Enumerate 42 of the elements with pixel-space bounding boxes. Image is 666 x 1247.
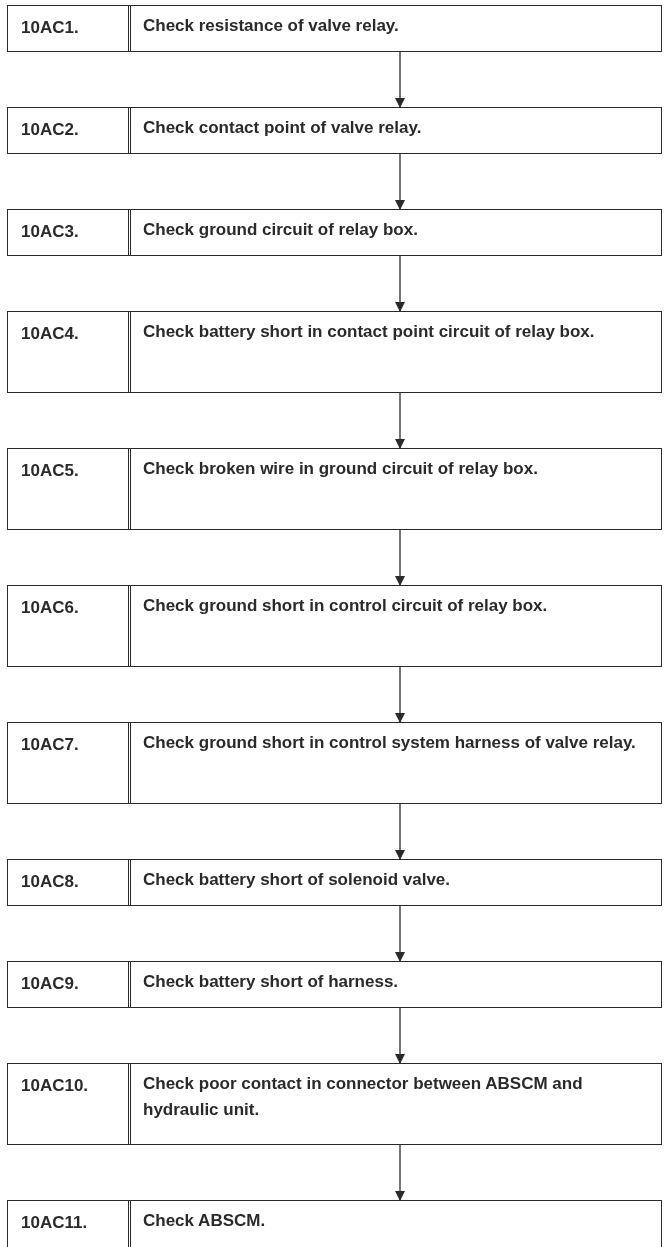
step-description: Check ground circuit of relay box. <box>142 219 419 241</box>
arrow <box>395 153 405 210</box>
step-number: 10AC5. <box>20 460 80 481</box>
step-description: Check battery short of harness. <box>142 971 400 993</box>
step-description: Check battery short in contact point circuit of relay box. <box>142 321 596 343</box>
process-box <box>7 1063 662 1145</box>
process-box <box>7 107 662 154</box>
arrow <box>395 529 405 586</box>
step-description: Check contact point of valve relay. <box>142 117 423 139</box>
step-number: 10AC10. <box>20 1075 90 1096</box>
process-box <box>7 859 662 906</box>
step-number: 10AC9. <box>20 973 80 994</box>
step-number: 10AC11. <box>20 1212 89 1233</box>
step-description: Check ground short in control circuit of relay box. <box>142 595 549 617</box>
process-box <box>7 722 662 804</box>
step-description: Check ground short in control system harness of valve relay. <box>142 732 637 754</box>
step-number: 10AC7. <box>20 734 80 755</box>
process-box <box>7 961 662 1008</box>
step-number: 10AC8. <box>20 871 80 892</box>
process-box <box>7 209 662 256</box>
arrow <box>395 51 405 108</box>
step-number: 10AC6. <box>20 597 80 618</box>
arrow <box>395 905 405 962</box>
process-box <box>7 311 662 393</box>
process-box <box>7 5 662 52</box>
arrow <box>395 1007 405 1064</box>
step-number: 10AC1. <box>20 17 80 38</box>
arrow <box>395 392 405 449</box>
step-description: Check battery short of solenoid valve. <box>142 869 452 891</box>
step-description: Check broken wire in ground circuit of relay box. <box>142 458 539 480</box>
process-box <box>7 585 662 667</box>
process-box <box>7 448 662 530</box>
arrow <box>395 1144 405 1201</box>
arrow <box>395 666 405 723</box>
step-number: 10AC4. <box>20 323 80 344</box>
step-description: Check poor contact in connector between ABSCM and hydraulic unit. <box>142 1073 584 1121</box>
step-description: Check resistance of valve relay. <box>142 15 400 37</box>
arrow <box>395 255 405 312</box>
step-number: 10AC3. <box>20 221 80 242</box>
step-number: 10AC2. <box>20 119 80 140</box>
arrow <box>395 803 405 860</box>
step-description: Check ABSCM. <box>142 1210 267 1232</box>
